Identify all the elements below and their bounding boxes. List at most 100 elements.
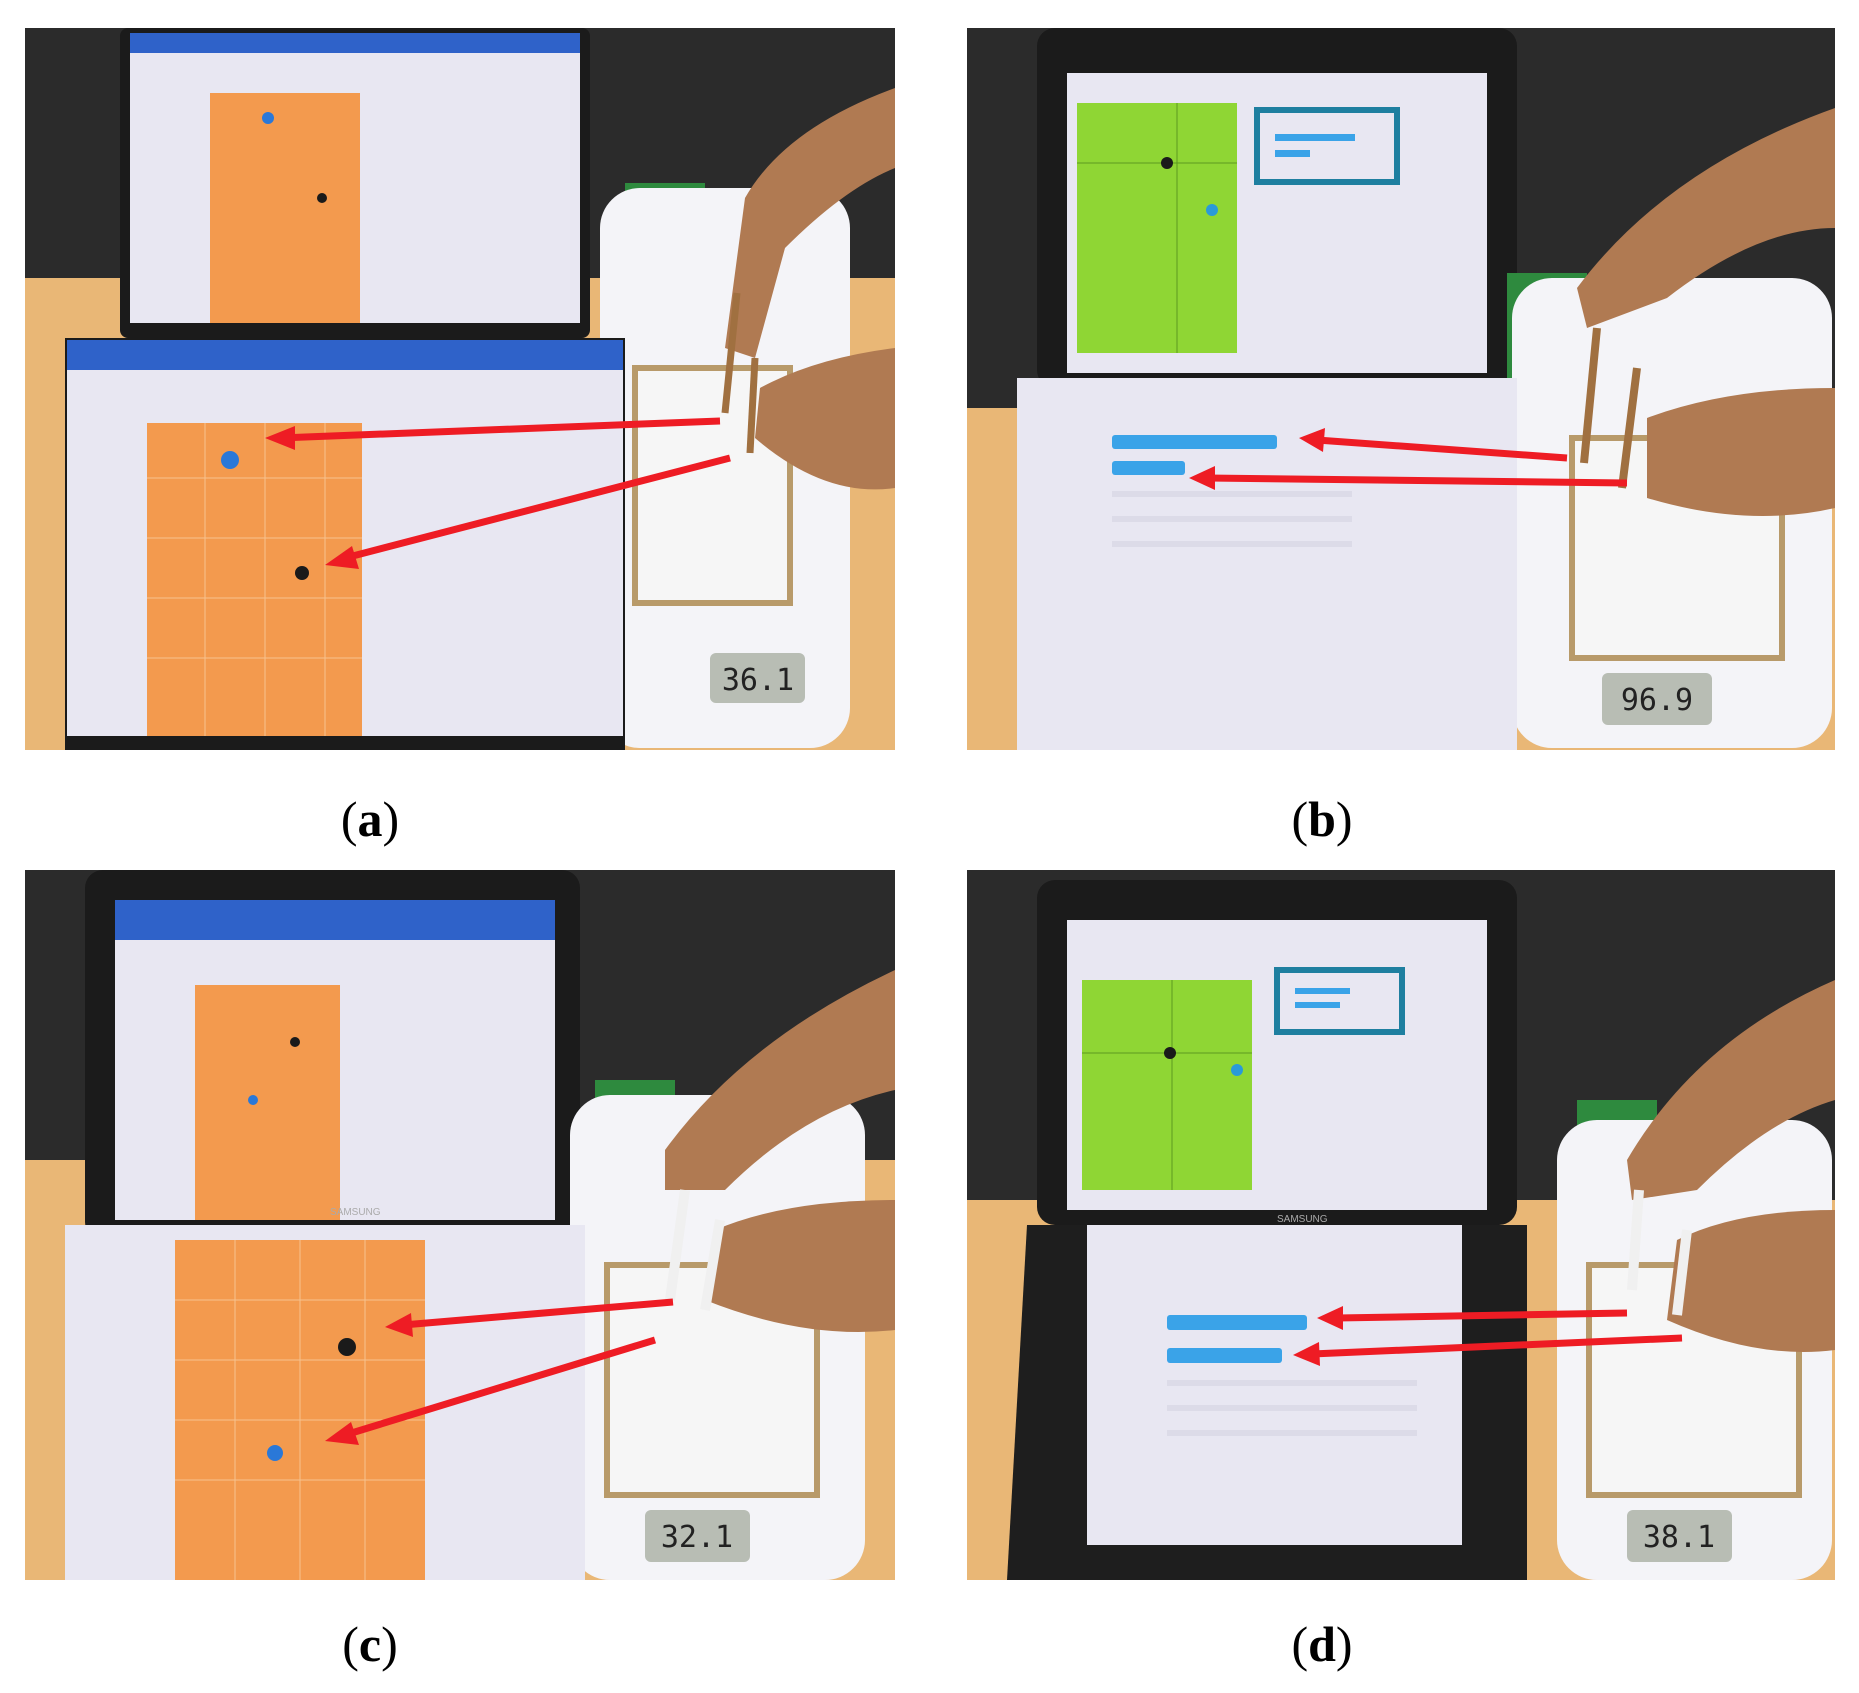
arrow-icon	[325, 1422, 359, 1445]
arrow-icon	[1189, 466, 1215, 490]
caption-letter: d	[1308, 1616, 1336, 1672]
green-canvas	[1077, 103, 1237, 353]
touch-dot-icon	[1231, 1064, 1243, 1076]
pressure-bar-zoom	[1112, 435, 1277, 449]
stylus	[1580, 327, 1601, 464]
scale-readout: 36.1	[722, 663, 794, 698]
panel-a-photo: 36.1	[25, 28, 895, 750]
scale-display	[1627, 1510, 1732, 1562]
highlight-box	[1274, 967, 1405, 1035]
scale-readout: 96.9	[1621, 683, 1693, 718]
touch-dot-icon	[248, 1095, 258, 1105]
arrow-icon	[325, 546, 359, 569]
touch-dot-icon	[290, 1037, 300, 1047]
hand	[1667, 1210, 1835, 1352]
panel-d: SAMSUNG 38.1	[967, 870, 1835, 1580]
orange-canvas	[195, 985, 340, 1220]
caption-close: )	[381, 1616, 398, 1672]
empty-bar	[1112, 516, 1352, 522]
window-title-bar	[130, 33, 580, 53]
window-title-bar	[115, 900, 555, 940]
caption-letter: b	[1308, 791, 1336, 847]
inset-screen	[1017, 378, 1517, 750]
arrow-icon	[1299, 428, 1325, 452]
panel-b-photo: SAMSUNG 96.9	[967, 28, 1835, 750]
empty-bar	[1167, 1430, 1417, 1436]
hand	[1647, 388, 1835, 516]
touch-dot-icon	[295, 566, 309, 580]
arrow-icon	[385, 1313, 413, 1337]
stylus	[746, 357, 759, 454]
panel-c-photo: SAMSUNG 32.1	[25, 870, 895, 1580]
caption-close: )	[1335, 791, 1353, 847]
panel-b: SAMSUNG 96.9	[967, 28, 1835, 750]
pressure-bar-zoom	[1112, 461, 1185, 475]
laptop-brand: SAMSUNG	[1277, 1214, 1328, 1225]
pressure-bar-zoom	[1167, 1315, 1307, 1330]
canvas-grid	[175, 1240, 425, 1580]
empty-bar	[1112, 541, 1352, 547]
orange-canvas-zoom	[147, 423, 362, 736]
caption-letter: a	[357, 791, 383, 847]
caption-d: (d)	[1222, 1615, 1422, 1673]
scale-display	[1602, 673, 1712, 725]
arrow-icon	[344, 454, 731, 562]
touch-dot-icon	[1161, 157, 1173, 169]
laptop-brand: SAMSUNG	[330, 1207, 381, 1218]
scale-display	[645, 1510, 750, 1562]
arrow-icon	[265, 426, 295, 450]
highlight-box	[1254, 107, 1400, 185]
empty-bar	[1112, 491, 1352, 497]
orange-canvas	[210, 93, 360, 323]
hand	[755, 348, 895, 490]
hand	[725, 88, 895, 358]
touch-dot-icon	[1206, 204, 1218, 216]
hand	[1627, 980, 1835, 1200]
caption-close: )	[1335, 1616, 1353, 1672]
caption-open: (	[342, 1616, 359, 1672]
inset-title-bar	[67, 340, 623, 370]
stylus	[1618, 367, 1641, 489]
hand	[1577, 108, 1835, 328]
caption-open: (	[1291, 791, 1309, 847]
stylus	[1672, 1229, 1692, 1316]
arrow-icon	[343, 1336, 657, 1439]
panel-d-photo: SAMSUNG 38.1	[967, 870, 1835, 1580]
arrow-icon	[1317, 1306, 1343, 1330]
pressure-bar	[1275, 150, 1310, 157]
stylus	[700, 1219, 725, 1311]
touch-dot-icon	[338, 1338, 356, 1356]
caption-a: (a)	[270, 790, 470, 848]
canvas-grid	[147, 423, 362, 736]
caption-close: )	[382, 791, 400, 847]
touch-dot-icon	[221, 451, 239, 469]
pressure-bar	[1275, 134, 1355, 141]
caption-open: (	[340, 791, 358, 847]
arrow-icon	[1311, 1334, 1683, 1358]
caption-open: (	[1291, 1616, 1309, 1672]
pressure-bar-zoom	[1167, 1348, 1282, 1363]
touch-dot-icon	[262, 112, 274, 124]
scale-readout: 38.1	[1643, 1520, 1715, 1555]
stylus	[721, 292, 741, 414]
pressure-bar	[1295, 1002, 1340, 1008]
caption-c: (c)	[270, 1615, 470, 1673]
touch-dot-icon	[267, 1445, 283, 1461]
green-canvas	[1082, 980, 1252, 1190]
arrow-icon	[279, 417, 721, 442]
empty-bar	[1167, 1405, 1417, 1411]
panel-a: 36.1	[25, 28, 895, 750]
arrow-icon	[1316, 436, 1568, 462]
arrow-icon	[1336, 1309, 1628, 1322]
hand	[705, 1200, 895, 1332]
arrow-icon	[1293, 1342, 1320, 1366]
arrow-icon	[1206, 474, 1628, 487]
touch-dot-icon	[317, 193, 327, 203]
hand	[665, 970, 895, 1190]
scale-display	[710, 653, 805, 703]
panel-c: SAMSUNG 32.1	[25, 870, 895, 1580]
stylus	[1627, 1189, 1644, 1291]
caption-b: (b)	[1222, 790, 1422, 848]
touch-dot-icon	[1164, 1047, 1176, 1059]
stylus	[665, 1189, 690, 1301]
